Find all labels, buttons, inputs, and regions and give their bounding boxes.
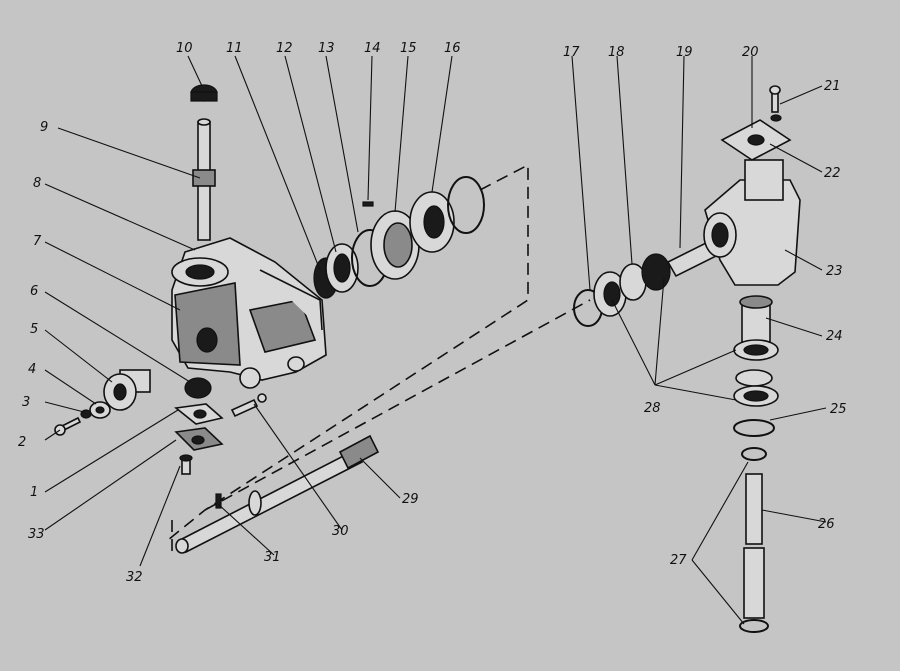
callout-8: 8	[33, 176, 41, 191]
callout-2: 2	[18, 435, 26, 450]
callout-6: 6	[30, 284, 38, 299]
callout-26: 26	[818, 517, 835, 532]
part-10-cap	[190, 84, 218, 102]
part-12-bearing	[325, 243, 359, 293]
callout-12: 12	[276, 41, 293, 56]
callout-32: 32	[126, 570, 143, 585]
snap-ring-lower	[741, 447, 767, 461]
callout-18: 18	[608, 45, 625, 60]
callout-21: 21	[824, 79, 841, 94]
part-18-bearing	[593, 253, 671, 317]
part-20-cover	[720, 119, 792, 161]
callout-16: 16	[444, 41, 461, 56]
part-31-key	[215, 493, 222, 509]
callout-10: 10	[176, 41, 193, 56]
callout-30: 30	[332, 524, 349, 539]
callout-1: 1	[30, 485, 38, 500]
callout-29: 29	[402, 492, 419, 507]
callout-4: 4	[28, 362, 36, 377]
part-2-bolt	[54, 416, 82, 436]
callout-17: 17	[563, 45, 580, 60]
part-15-bearing	[370, 210, 420, 280]
callout-22: 22	[824, 166, 841, 181]
part-25-ring	[733, 419, 775, 437]
assembly-guide-line	[167, 163, 591, 556]
part-14-pin	[362, 201, 374, 207]
part-16-bearing	[409, 191, 455, 253]
part-32-screw	[179, 454, 193, 475]
callout-13: 13	[318, 41, 335, 56]
part-6-seal	[184, 377, 212, 399]
part-4-washer	[89, 401, 111, 419]
housing-body	[171, 237, 327, 389]
callout-27: 27	[670, 553, 687, 568]
part-1-gasket	[174, 403, 224, 425]
callout-20: 20	[742, 45, 759, 60]
part-23-housing	[703, 159, 801, 286]
callout-15: 15	[400, 41, 417, 56]
part-24-gear	[739, 295, 773, 343]
callout-3: 3	[22, 395, 30, 410]
part-30-bolt	[230, 393, 267, 418]
part-27-sleeve	[739, 547, 769, 633]
part-5-flange	[103, 369, 151, 411]
callout-7: 7	[33, 234, 42, 249]
callout-23: 23	[826, 264, 843, 279]
leader-lines	[44, 55, 827, 625]
callout-14: 14	[364, 41, 381, 56]
part-33-plate	[174, 427, 224, 451]
callout-24: 24	[826, 329, 843, 344]
callout-31: 31	[264, 550, 281, 565]
callout-labels: 1 2 3 4 5 6 7 8 9 10 11 12 13 14 15 16 1…	[18, 41, 847, 585]
callout-28: 28	[644, 401, 661, 416]
callout-33: 33	[28, 527, 45, 542]
callout-25: 25	[830, 402, 847, 417]
part-9-shaft	[192, 118, 216, 241]
callout-9: 9	[40, 120, 48, 135]
part-26-shaft	[745, 473, 763, 545]
part-28-bearings	[733, 339, 779, 407]
callout-11: 11	[226, 41, 243, 56]
snap-ring	[447, 176, 485, 234]
part-29-shaft	[175, 434, 380, 554]
callout-5: 5	[30, 322, 38, 337]
part-21-bolt	[769, 85, 782, 122]
callout-19: 19	[676, 45, 693, 60]
